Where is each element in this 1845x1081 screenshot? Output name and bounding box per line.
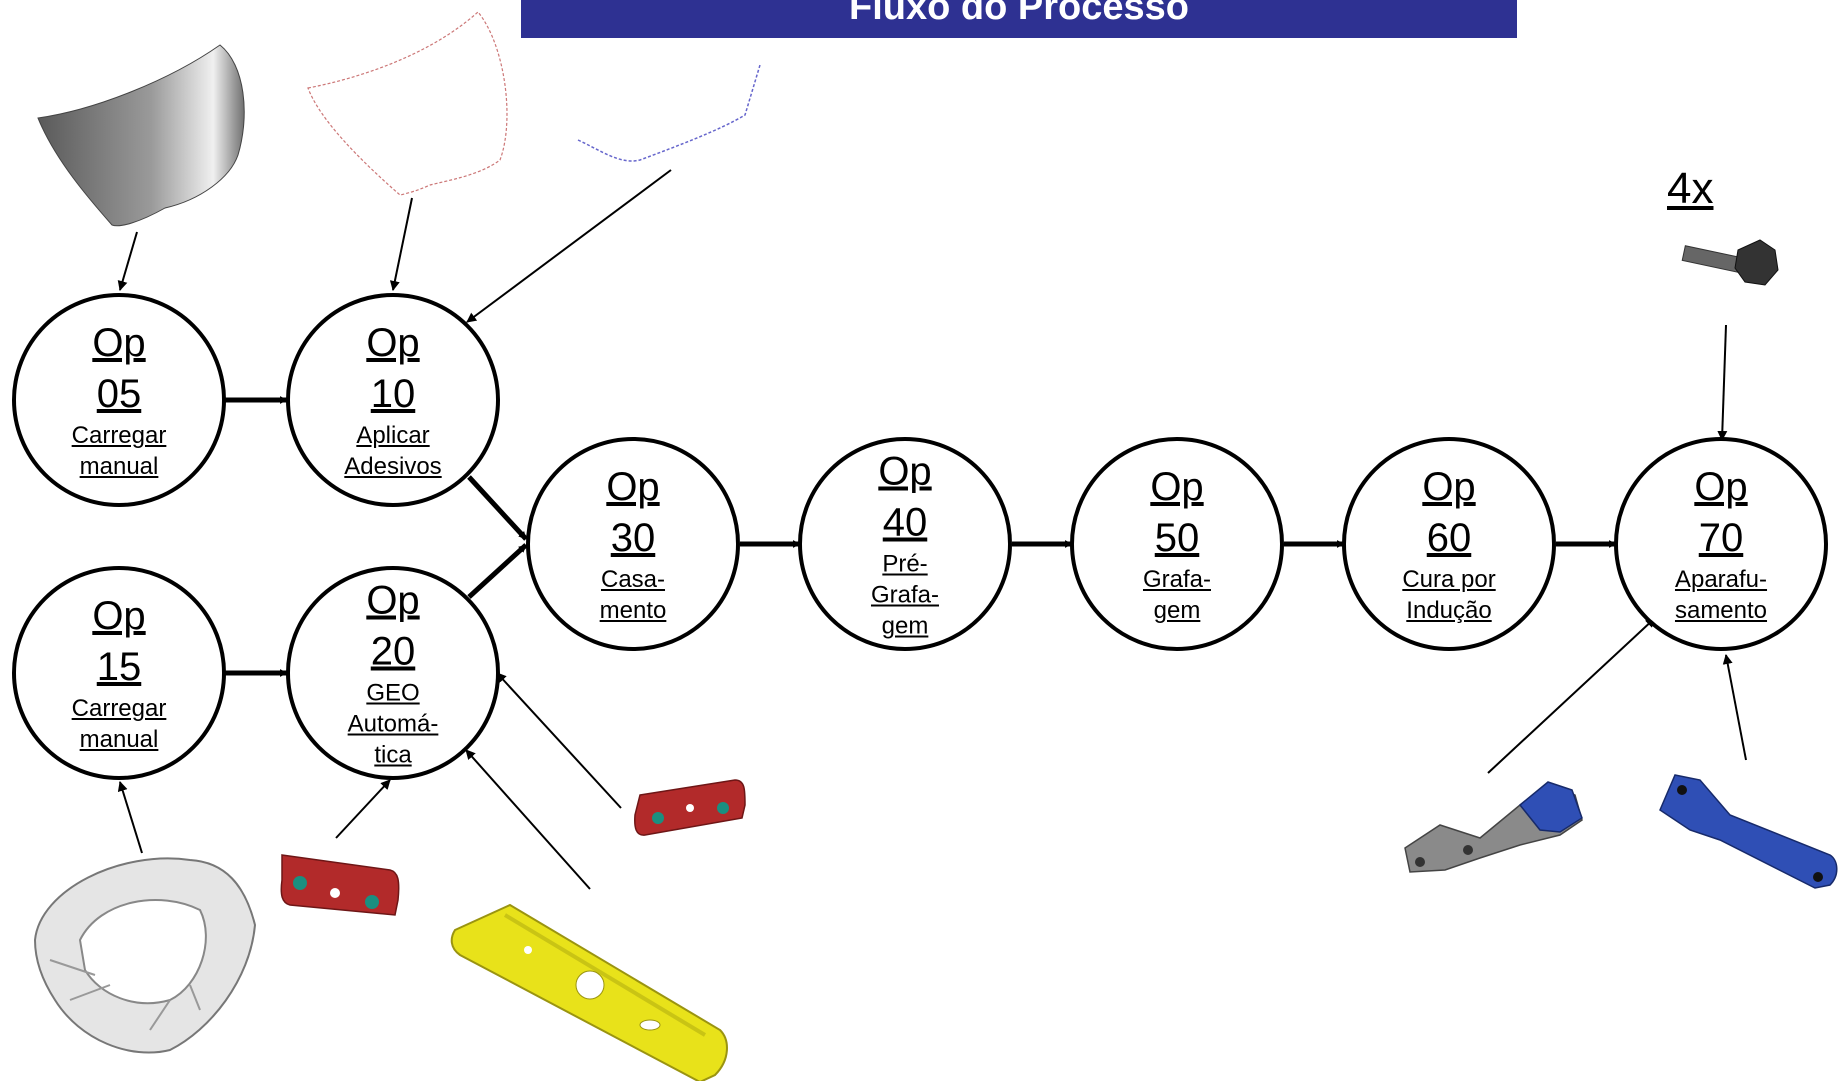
- page-title: Fluxo do Processo: [849, 0, 1189, 28]
- step-description: GEO Automá- tica: [347, 679, 439, 769]
- feed-arrow-bolt-to-op70: [1717, 324, 1728, 441]
- step-prefix: Op: [366, 578, 420, 623]
- step-number: 50: [1154, 516, 1200, 560]
- feed-arrow-smallbracket-to-op20: [496, 672, 622, 809]
- title-bar: Fluxo do Processo: [521, 0, 1517, 38]
- grey-blue-hinge-image: [1404, 781, 1583, 873]
- step-number: 70: [1698, 516, 1744, 560]
- step-description: Cura por Indução: [1402, 566, 1496, 624]
- step-description: Casa- mento: [599, 566, 667, 624]
- step-prefix: Op: [366, 321, 420, 365]
- step-description: Aplicar Adesivos: [344, 422, 442, 480]
- adhesive-bead-curve-image: [577, 64, 761, 162]
- step-description: Carregar manual: [71, 695, 167, 753]
- bolt-quantity-label: 4x: [1667, 164, 1714, 213]
- bolt-image: [1681, 239, 1779, 286]
- step-prefix: Op: [1422, 465, 1476, 509]
- step-prefix: Op: [92, 321, 146, 365]
- adhesive-bead-outline-image: [307, 11, 508, 196]
- yellow-reinforcement-image: [450, 903, 728, 1081]
- step-number: 40: [882, 500, 928, 545]
- hood-outer-panel-image: [37, 44, 245, 227]
- flow-arrow-op10-op30: [467, 475, 528, 541]
- blue-hinge-image: [1659, 774, 1838, 889]
- step-number: 20: [370, 629, 416, 674]
- flow-arrow-op20-op30: [467, 543, 528, 599]
- feed-arrow-curve-to-op10: [466, 169, 672, 323]
- feed-arrow-hood-to-op05: [117, 231, 138, 291]
- step-description: Pré- Grafa- gem: [870, 550, 939, 640]
- step-prefix: Op: [606, 465, 660, 509]
- step-number: 30: [610, 516, 656, 560]
- feed-arrow-redbracket-to-op20: [335, 779, 391, 839]
- step-prefix: Op: [878, 449, 932, 494]
- hood-inner-frame-image: [33, 857, 257, 1054]
- step-description: Aparafu- samento: [1674, 566, 1768, 624]
- feed-arrow-hinge1-to-op70: [1487, 617, 1656, 774]
- step-prefix: Op: [1694, 465, 1748, 509]
- red-bracket-small-image: [634, 779, 746, 836]
- step-number: 60: [1426, 516, 1472, 560]
- step-prefix: Op: [1150, 465, 1204, 509]
- feed-arrow-yellow-to-op20: [465, 749, 591, 890]
- feed-arrow-frame-to-op15: [117, 781, 143, 854]
- step-description: Carregar manual: [71, 422, 167, 480]
- step-number: 15: [96, 645, 142, 689]
- feed-arrow-hinge2-to-op70: [1722, 654, 1747, 761]
- feed-arrow-bead-to-op10: [389, 197, 413, 291]
- step-description: Grafa- gem: [1142, 566, 1211, 624]
- red-bracket-image: [280, 854, 400, 916]
- step-number: 10: [370, 372, 416, 416]
- step-prefix: Op: [92, 594, 146, 638]
- step-number: 05: [96, 372, 142, 416]
